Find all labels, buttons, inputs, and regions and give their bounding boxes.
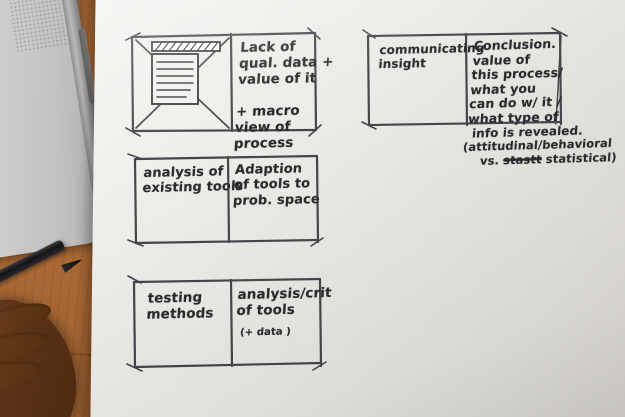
box1-right-text: Lack of qual. data + value of it + macro… bbox=[233, 38, 335, 152]
box3-right-note: (+ data ) bbox=[239, 326, 292, 339]
statistical-suffix: statistical) bbox=[541, 150, 618, 167]
vs-prefix: vs. bbox=[479, 153, 504, 168]
box4-right-text: Conclusion. value of this process/ what … bbox=[467, 35, 564, 126]
box4-left-text: communicating insight bbox=[378, 40, 485, 72]
box2-right-text: Adaption of tools to prob. space bbox=[232, 161, 321, 209]
box3-right-text: analysis/crit of tools bbox=[236, 284, 333, 319]
box2-left-text: analysis of existing tools bbox=[142, 164, 244, 197]
struck-word: stastt bbox=[502, 152, 543, 168]
box3-left-text: testing methods bbox=[146, 289, 215, 323]
